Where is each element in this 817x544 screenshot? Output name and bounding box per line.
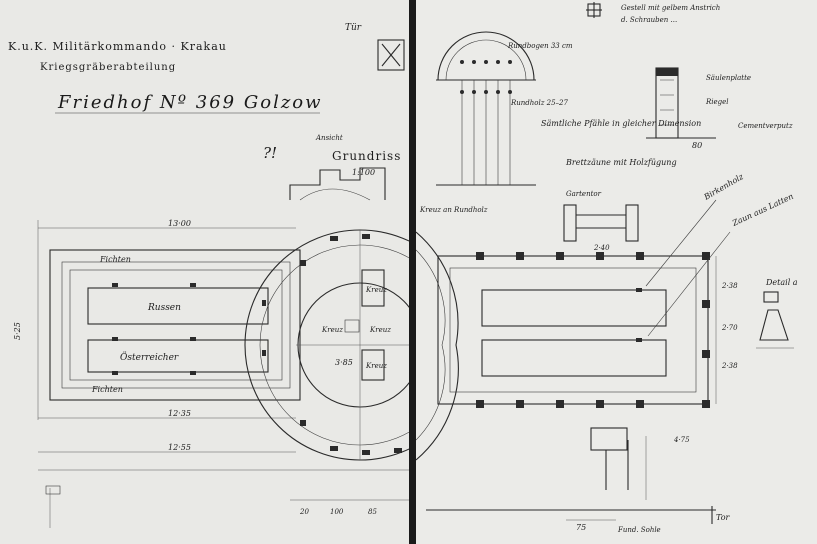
birch-note: Birkenholz <box>702 172 746 203</box>
tur-label: Tor <box>716 513 731 522</box>
fence-note: Zaun aus Latten <box>730 192 795 229</box>
circle-dim: 3·85 <box>335 358 353 367</box>
arch-rivets <box>460 60 512 94</box>
left-drawing-sheet: K.u.K. Militärkommando · Krakau Kriegsgr… <box>8 23 409 528</box>
gate-pillar-left <box>563 204 577 242</box>
circle-monument-top <box>361 269 385 307</box>
post-note-1: Säulenplatte <box>706 74 751 82</box>
right-dim-2: 2·70 <box>721 324 738 332</box>
bottom-dimension-group: 20 100 85 <box>49 488 409 528</box>
pfahl-note: Sämtliche Pfähle in gleicher Dimension <box>541 119 701 128</box>
right-enclosure-outer <box>437 255 709 405</box>
right-enclosure-inner <box>449 267 697 393</box>
small-detail-label: Detail a <box>765 278 798 287</box>
right-grave-field-bottom <box>481 339 667 377</box>
grundriss-label: Grundriss <box>332 149 401 163</box>
scale-label: 1:100 <box>352 168 375 177</box>
header-line-1: K.u.K. Militärkommando · Krakau <box>8 40 227 53</box>
gate-dim: 2·40 <box>593 244 610 252</box>
dimension-bottom-1: 12·35 <box>168 409 191 418</box>
tree-label-top: Fichten <box>99 255 131 264</box>
circle-wall-posts <box>300 234 402 455</box>
field-label-russen: Russen <box>147 303 181 313</box>
bottom-dim-2: 100 <box>330 508 344 516</box>
right-dim-4: 4·75 <box>673 436 690 444</box>
post-dim: 80 <box>692 141 702 150</box>
gate-pillar-right <box>625 204 639 242</box>
ansicht-label: Ansicht <box>315 134 343 142</box>
holz-note: Rundholz 25–27 <box>510 99 569 107</box>
elevation-sketch <box>289 167 386 200</box>
top-corner-label: Tür <box>345 23 362 33</box>
circle-label-4: Kreuz <box>365 362 387 370</box>
small-detail-top <box>763 291 779 303</box>
header-line-2: Kriegsgräberabteilung <box>40 62 176 73</box>
note-top-2: d. Schrauben ... <box>621 16 677 24</box>
cemetery-title: Friedhof Nº 369 Golzow <box>57 92 323 113</box>
circle-monument-bottom <box>361 349 385 381</box>
question-mark: ?! <box>263 144 277 162</box>
kreuz-note: Kreuz an Rundholz <box>419 206 488 214</box>
post-note-3: Cementverputz <box>738 122 793 130</box>
right-drawing-sheet: Gestell mit gelbem Anstrich d. Schrauben… <box>416 0 817 544</box>
gate-label: Gartentor <box>566 190 602 198</box>
circle-continuation <box>416 231 459 461</box>
right-enclosure-posts <box>476 252 710 408</box>
circle-label-2: Kreuz <box>369 326 391 334</box>
bottom-dim-3: 85 <box>368 508 377 516</box>
right-dim-1: 2·38 <box>721 282 738 290</box>
bottom-dim: 75 <box>576 523 586 532</box>
right-grave-field-top <box>481 289 667 327</box>
page-fold-divider <box>409 0 416 544</box>
outer-enclosure <box>49 249 301 401</box>
dimension-total: 13·00 <box>168 219 191 228</box>
circle-label-3: Kreuz <box>365 286 387 294</box>
field-label-oesterreicher: Österreicher <box>120 351 179 363</box>
grave-field-oesterreicher <box>87 339 269 373</box>
enclosure-posts <box>112 283 266 375</box>
bottom-dim-1: 20 <box>299 508 309 516</box>
corner-detail <box>377 39 405 71</box>
dimension-bottom-2: 12·55 <box>168 443 191 452</box>
lower-detail-box <box>590 427 628 451</box>
note-top-1: Gestell mit gelbem Anstrich <box>621 4 720 12</box>
arch-elevation <box>437 31 535 81</box>
inner-enclosure <box>61 261 291 389</box>
tree-label-bottom: Fichten <box>91 385 123 394</box>
arch-label: Rundbogen 33 cm <box>507 42 573 50</box>
small-detail-profile <box>759 309 789 341</box>
right-dim-3: 2·38 <box>721 362 738 370</box>
post-note-2: Riegel <box>705 98 729 106</box>
bottom-note: Fund. Sohle <box>617 526 661 534</box>
arch-bars <box>461 80 511 185</box>
bretter-note: Brettzäune mit Holzfügung <box>565 158 677 167</box>
dimension-side: 5·25 <box>13 322 22 340</box>
circle-label-1: Kreuz <box>321 326 343 334</box>
right-detail-drawing: Gestell mit gelbem Anstrich d. Schrauben… <box>416 2 798 534</box>
left-plan-drawing: K.u.K. Militärkommando · Krakau Kriegsgr… <box>8 23 409 528</box>
